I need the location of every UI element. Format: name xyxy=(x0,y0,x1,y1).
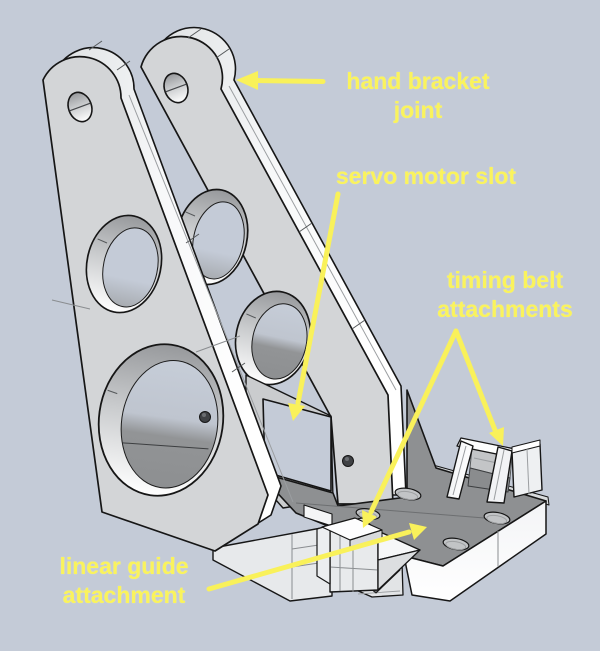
label-line: attachments xyxy=(437,296,573,322)
base-left-block xyxy=(212,525,333,602)
label-hand-bracket-joint: hand bracket joint xyxy=(330,67,506,125)
base-front-face xyxy=(403,500,547,602)
label-servo-motor-slot: servo motor slot xyxy=(318,162,534,191)
screw-hole xyxy=(199,411,211,423)
timing-belt-arrow-right xyxy=(453,328,504,446)
label-line: servo motor slot xyxy=(335,163,517,189)
label-line: joint xyxy=(393,97,443,123)
right-lower-hole xyxy=(234,290,312,386)
label-line: hand bracket xyxy=(346,68,490,94)
label-line: linear guide xyxy=(59,553,189,579)
label-linear-guide-attachment: linear guide attachment xyxy=(38,552,210,610)
timing-belt-arrow-left xyxy=(362,328,459,528)
right-arm-face xyxy=(140,35,394,505)
linear-guide-arrow xyxy=(206,523,427,592)
screw-hole xyxy=(342,455,354,467)
label-timing-belt-attachments: timing belt attachments xyxy=(420,266,590,324)
hand-bracket-joint-arrow xyxy=(236,71,326,90)
right-pivot-hole xyxy=(163,72,189,104)
left-bracket-arm xyxy=(42,40,294,552)
left-lower-hole xyxy=(97,343,225,497)
rear-belt-clamp xyxy=(446,437,543,504)
left-pivot-hole xyxy=(67,91,93,123)
right-bracket-arm xyxy=(140,26,407,505)
label-line: attachment xyxy=(62,582,186,608)
servo-motor-slot-arrow xyxy=(288,191,341,421)
label-line: timing belt xyxy=(446,267,564,293)
left-upper-hole xyxy=(85,214,163,314)
